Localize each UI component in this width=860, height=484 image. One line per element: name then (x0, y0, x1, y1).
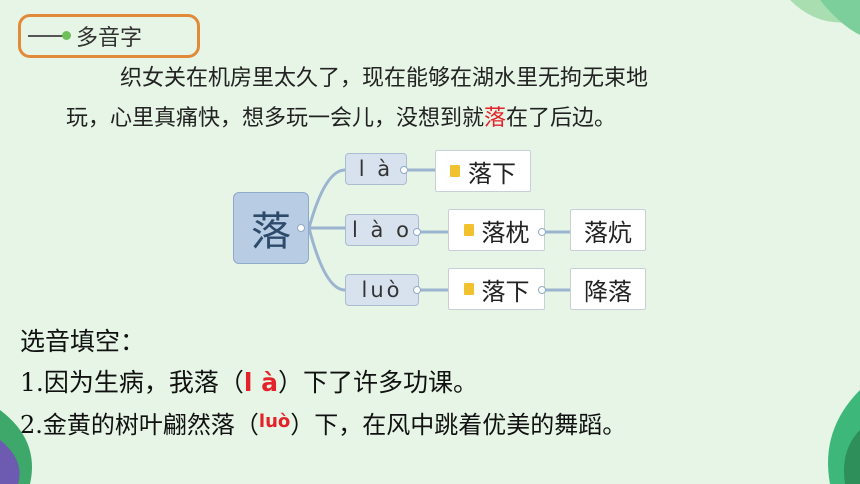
pinyin-node-luo[interactable]: luò (345, 274, 419, 306)
leaf-decoration-bottom-right (828, 390, 860, 484)
note-icon (463, 283, 474, 295)
story-paragraph-line2: 玩，心里真痛快，想多玩一会儿，没想到就落在了后边。 (66, 104, 616, 134)
highlight-character: 落 (484, 106, 507, 131)
pinyin-node-la[interactable]: l à (345, 153, 407, 185)
word-node[interactable]: 落炕 (570, 209, 646, 251)
word-node[interactable]: 降落 (570, 268, 646, 310)
question-text: 2.金黄的树叶翩然落（ (20, 411, 259, 439)
leaf-decoration-top-right (790, 0, 860, 35)
word-text: 落下 (481, 277, 530, 306)
word-text: 落枕 (481, 218, 530, 247)
question-text: ）下了许多功课。 (278, 368, 479, 397)
collapse-knob[interactable] (413, 286, 421, 294)
word-text: 落下 (468, 159, 516, 188)
note-icon (463, 224, 474, 236)
collapse-knob[interactable] (538, 228, 546, 236)
story-text: 玩，心里真痛快，想多玩一会儿，没想到就 (66, 106, 485, 131)
page-title: 多音字 (76, 26, 143, 51)
title-decor-line (28, 35, 66, 37)
title-frame (18, 14, 200, 58)
word-node[interactable]: 落下 (448, 268, 545, 310)
collapse-knob[interactable] (538, 286, 546, 294)
answer-1: l à (243, 368, 279, 397)
collapse-knob[interactable] (297, 224, 305, 232)
title-decor-dot (62, 31, 71, 40)
leaf-decoration-bottom-left (0, 410, 32, 484)
answer-2: luò (258, 411, 291, 432)
question-1: 1.因为生病，我落（l à）下了许多功课。 (20, 363, 478, 399)
story-paragraph-line1: 织女关在机房里太久了，现在能够在湖水里无拘无束地 (120, 66, 649, 91)
mindmap-central-node[interactable]: 落 (233, 192, 309, 264)
word-node[interactable]: 落下 (435, 150, 531, 192)
word-node[interactable]: 落枕 (448, 209, 545, 251)
question-2: 2.金黄的树叶翩然落（luò）下，在风中跳着优美的舞蹈。 (20, 405, 626, 440)
question-text: ）下，在风中跳着优美的舞蹈。 (290, 411, 627, 439)
note-icon (450, 165, 460, 177)
pinyin-node-lao[interactable]: l à o (345, 214, 419, 246)
question-text: 1.因为生病，我落（ (20, 368, 244, 397)
collapse-knob[interactable] (413, 228, 421, 236)
exercise-heading: 选音填空： (20, 327, 146, 356)
story-text-end: 在了后边。 (506, 106, 617, 131)
collapse-knob[interactable] (400, 166, 408, 174)
